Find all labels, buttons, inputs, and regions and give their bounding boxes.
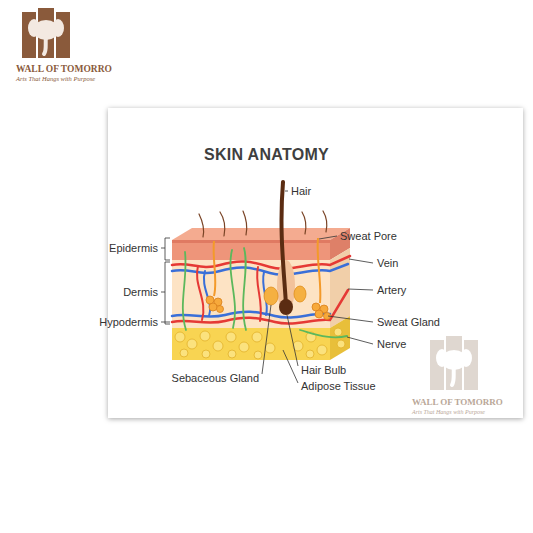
- sweat-glands: [206, 238, 331, 320]
- part-label: Vein: [377, 257, 398, 270]
- logo-text: WALL OF TOMORRO: [16, 64, 112, 75]
- logo-icon: [22, 8, 70, 58]
- layer-label: Epidermis: [109, 242, 158, 255]
- diagram-title: SKIN ANATOMY: [0, 146, 533, 164]
- layer-label: Hypodermis: [99, 316, 158, 329]
- leader-lines: [161, 191, 373, 383]
- watermark-icon: [430, 336, 478, 390]
- part-label: Sweat Pore: [340, 230, 397, 243]
- part-label: Adipose Tissue: [301, 380, 376, 393]
- part-label: Hair: [291, 185, 311, 198]
- part-label: Hair Bulb: [301, 364, 346, 377]
- hair-follicle: [199, 182, 327, 315]
- logo-tagline: Arts That Hangs with Purpose: [16, 75, 95, 82]
- vessels: [172, 248, 350, 337]
- layer-label: Dermis: [123, 286, 158, 299]
- watermark-text: WALL OF TOMORRO: [412, 397, 503, 407]
- watermark-tagline: Arts That Hangs with Purpose: [412, 409, 485, 416]
- part-label: Nerve: [377, 338, 406, 351]
- skin-block: [172, 228, 350, 360]
- part-label: Sebaceous Gland: [172, 372, 259, 385]
- part-label: Artery: [377, 284, 406, 297]
- part-label: Sweat Gland: [377, 316, 440, 329]
